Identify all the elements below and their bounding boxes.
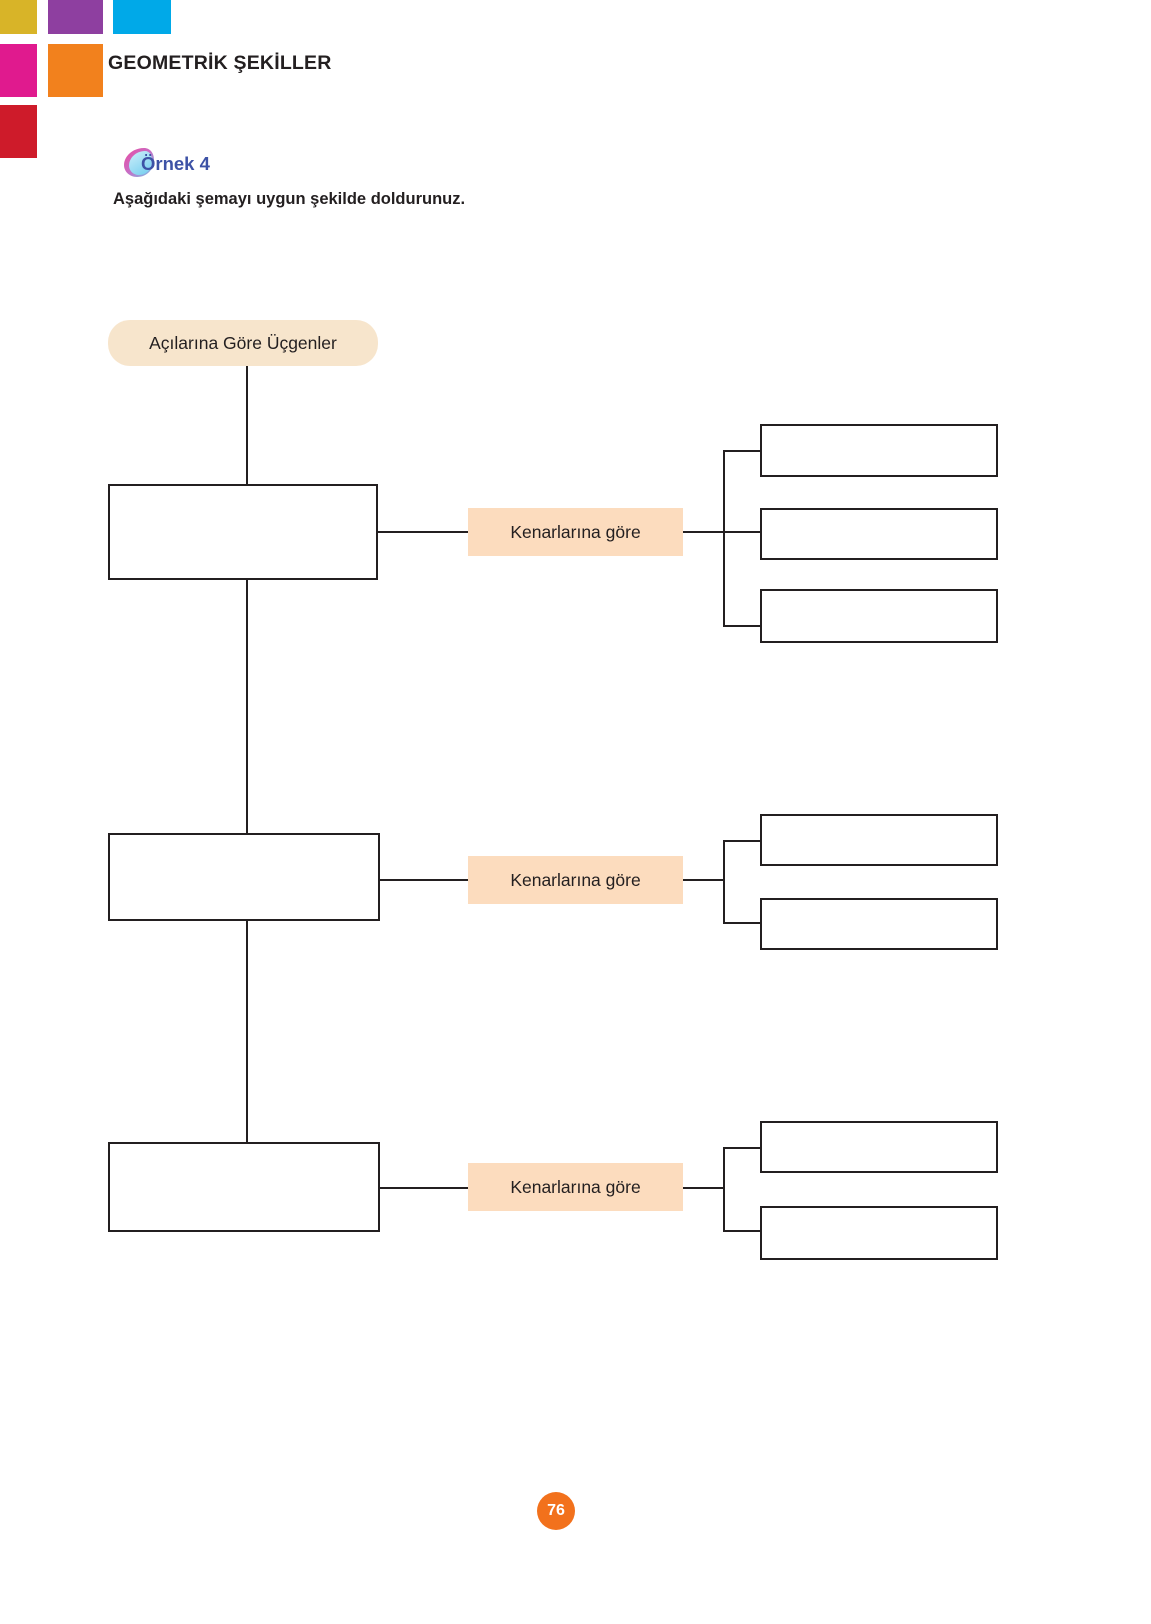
bracket-arm-2b — [723, 922, 762, 925]
example-instruction: Aşağıdaki şemayı uygun şekilde doldurunu… — [113, 190, 466, 208]
connector-middle-to-bracket-1 — [683, 531, 725, 534]
bracket-arm-1c — [723, 625, 762, 628]
connector-left-to-middle-2 — [380, 879, 470, 882]
bracket-arm-2a — [723, 840, 762, 843]
connector-trunk-2 — [246, 578, 249, 835]
bracket-arm-3a — [723, 1147, 762, 1150]
connector-left-to-middle-3 — [380, 1187, 470, 1190]
bracket-spine-2 — [723, 840, 726, 924]
example-block: Örnek 4 Aşağıdaki şemayı uygun şekilde d… — [108, 146, 808, 226]
connector-middle-to-bracket-2 — [683, 879, 725, 882]
answer-blank-right-2a[interactable] — [760, 814, 998, 866]
decor-swatch-yellow — [0, 0, 37, 34]
diagram-middle-node-1: Kenarlarına göre — [468, 508, 683, 556]
bracket-arm-3b — [723, 1230, 762, 1233]
decor-swatch-purple — [48, 0, 103, 34]
answer-blank-right-1a[interactable] — [760, 424, 998, 477]
chapter-title: GEOMETRİK ŞEKİLLER — [108, 52, 332, 74]
answer-blank-left-3[interactable] — [108, 1142, 380, 1232]
diagram-root-node: Açılarına Göre Üçgenler — [108, 320, 378, 366]
connector-trunk-1 — [246, 366, 249, 486]
connector-trunk-3 — [246, 919, 249, 1144]
bracket-arm-1a — [723, 450, 762, 453]
answer-blank-right-2b[interactable] — [760, 898, 998, 950]
answer-blank-right-3a[interactable] — [760, 1121, 998, 1173]
blob-icon — [124, 148, 154, 177]
diagram-middle-node-3: Kenarlarına göre — [468, 1163, 683, 1211]
bracket-spine-1 — [723, 450, 726, 627]
bracket-arm-1b — [723, 531, 762, 534]
decor-swatch-orange — [48, 44, 103, 97]
bracket-spine-3 — [723, 1147, 726, 1232]
answer-blank-right-1b[interactable] — [760, 508, 998, 560]
diagram-middle-node-2: Kenarlarına göre — [468, 856, 683, 904]
decor-swatch-red — [0, 105, 37, 158]
page-number-badge: 76 — [537, 1492, 575, 1530]
connector-middle-to-bracket-3 — [683, 1187, 725, 1190]
answer-blank-left-1[interactable] — [108, 484, 378, 580]
decor-swatch-cyan — [113, 0, 171, 34]
example-label: Örnek 4 — [141, 153, 210, 174]
decor-swatch-magenta — [0, 44, 37, 97]
connector-left-to-middle-1 — [378, 531, 470, 534]
answer-blank-right-3b[interactable] — [760, 1206, 998, 1260]
answer-blank-right-1c[interactable] — [760, 589, 998, 643]
answer-blank-left-2[interactable] — [108, 833, 380, 921]
